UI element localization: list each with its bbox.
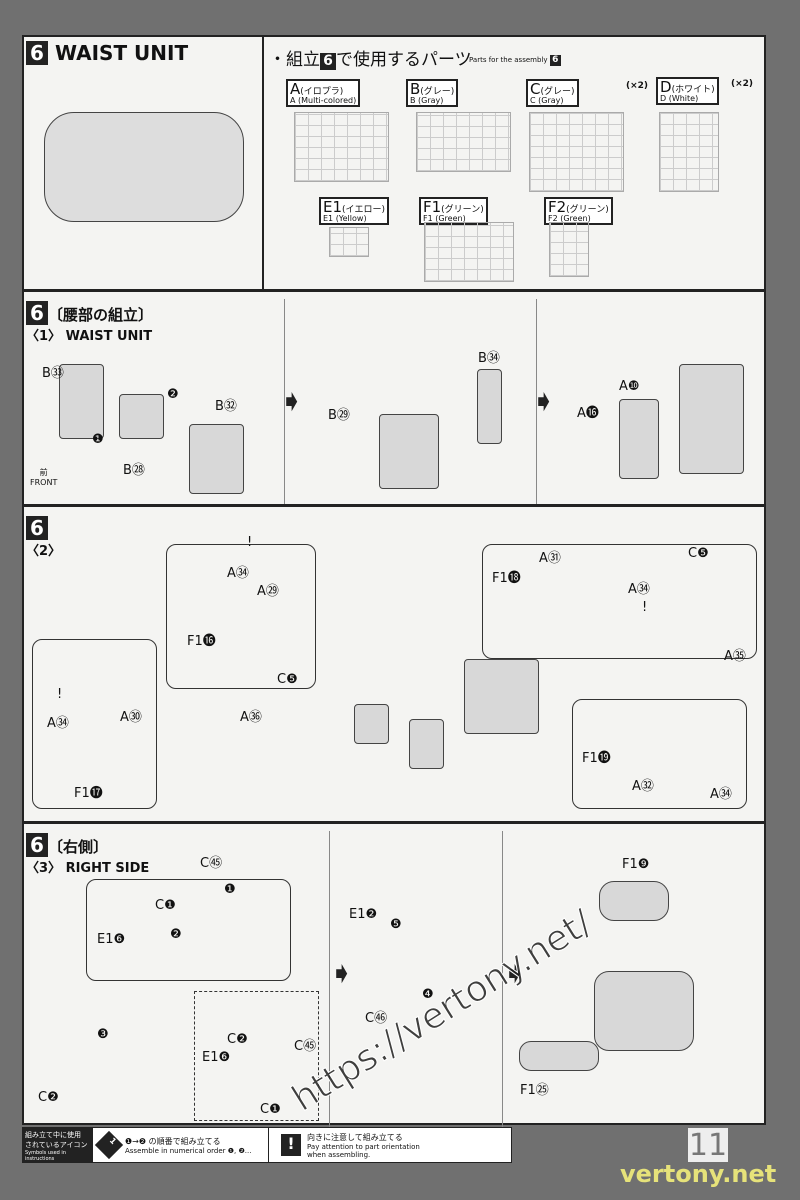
parts-subtitle: Parts for the assembly — [469, 56, 548, 64]
watermark-site: vertony.net — [620, 1160, 777, 1188]
part-label: ❶ — [224, 882, 236, 897]
part-label: A㉙ — [257, 584, 279, 599]
warning-icon: ! — [281, 1134, 301, 1156]
runner-label-e1: E1(イエロー)E1 (Yellow) — [319, 197, 389, 225]
part-label: B㉝ — [42, 366, 64, 381]
runner-label-f2: F2(グリーン)F2 (Green) — [544, 197, 613, 225]
part-label: F1❾ — [622, 857, 650, 872]
next-arrow-icon: ➧ — [531, 384, 557, 419]
runner-image — [416, 112, 511, 172]
runner-label-a: A(イロプラ)A (Multi-colored) — [286, 79, 361, 107]
next-arrow-icon: ➧ — [502, 956, 528, 991]
runner-image — [424, 222, 514, 282]
runner-quantity: (×2) — [626, 81, 649, 91]
runner-image — [329, 227, 369, 257]
part-label: B㉙ — [328, 408, 350, 423]
page-number: 11 — [688, 1128, 728, 1163]
step-title: RIGHT SIDE — [65, 861, 150, 876]
part-label: A⓰ — [577, 406, 599, 421]
part-label: C❶ — [260, 1102, 281, 1117]
part-label: ! — [642, 600, 648, 615]
part-label: F1㉕ — [520, 1083, 549, 1098]
part-label: A㉞ — [227, 566, 249, 581]
part-label: C❺ — [688, 546, 709, 561]
part-label: ! — [247, 535, 253, 550]
part-label: E1❷ — [349, 907, 378, 922]
part-label: F1⓲ — [492, 571, 521, 586]
part-label: A㉚ — [120, 710, 142, 725]
runner-label-b: B(グレー)B (Gray) — [406, 79, 459, 107]
part-label: A㉞ — [628, 582, 650, 597]
runner-label-d: D(ホワイト)D (White) — [656, 77, 719, 105]
section-title: WAIST UNIT — [54, 41, 189, 65]
part-label: A❿ — [619, 379, 640, 394]
part-label: A㉞ — [47, 716, 69, 731]
part-label: A㉛ — [539, 551, 561, 566]
part-label: B㉞ — [478, 351, 500, 366]
part-label: ❺ — [390, 917, 402, 932]
order-icon: 1 — [94, 1130, 124, 1160]
step-number: 6 — [26, 41, 48, 65]
part-label: ❶ — [92, 432, 104, 447]
part-label: C❶ — [155, 898, 176, 913]
part-label: F1⓱ — [74, 786, 103, 801]
runner-quantity: (×2) — [731, 79, 754, 89]
runner-image — [529, 112, 624, 192]
part-label: F1⓰ — [187, 634, 216, 649]
next-arrow-icon: ➧ — [279, 384, 305, 419]
runner-image — [659, 112, 719, 192]
runner-label-c: C(グレー)C (Gray) — [526, 79, 579, 107]
part-label: E1❻ — [202, 1050, 231, 1065]
part-label: ! — [57, 687, 63, 702]
part-label: B㉜ — [215, 399, 237, 414]
runner-label-f1: F1(グリーン)F1 (Green) — [419, 197, 488, 225]
part-label: C㊻ — [365, 1011, 388, 1026]
waist-unit-illustration — [44, 112, 244, 222]
part-label: A㊱ — [240, 710, 262, 725]
part-label: A㉜ — [632, 779, 654, 794]
runner-image — [549, 222, 589, 277]
part-label: C㊺ — [200, 856, 223, 871]
part-label: C㊺ — [294, 1039, 317, 1054]
step-title-jp: 〔腰部の組立〕 — [48, 306, 154, 324]
part-label: ❷ — [167, 387, 179, 402]
part-label: B㉘ — [123, 463, 145, 478]
part-label: F1⓳ — [582, 751, 611, 766]
part-label: E1❻ — [97, 932, 126, 947]
part-label: A㉟ — [724, 649, 746, 664]
step-title: WAIST UNIT — [65, 329, 153, 344]
part-label: C❷ — [38, 1090, 59, 1105]
part-label: ❷ — [170, 927, 182, 942]
part-label: C❷ — [227, 1032, 248, 1047]
runner-image — [294, 112, 389, 182]
next-arrow-icon: ➧ — [329, 956, 355, 991]
part-label: ❸ — [97, 1027, 109, 1042]
front-indicator: FRONT — [30, 478, 58, 487]
part-label: A㉞ — [710, 787, 732, 802]
part-label: ❹ — [422, 987, 434, 1002]
part-label: C❺ — [277, 672, 298, 687]
